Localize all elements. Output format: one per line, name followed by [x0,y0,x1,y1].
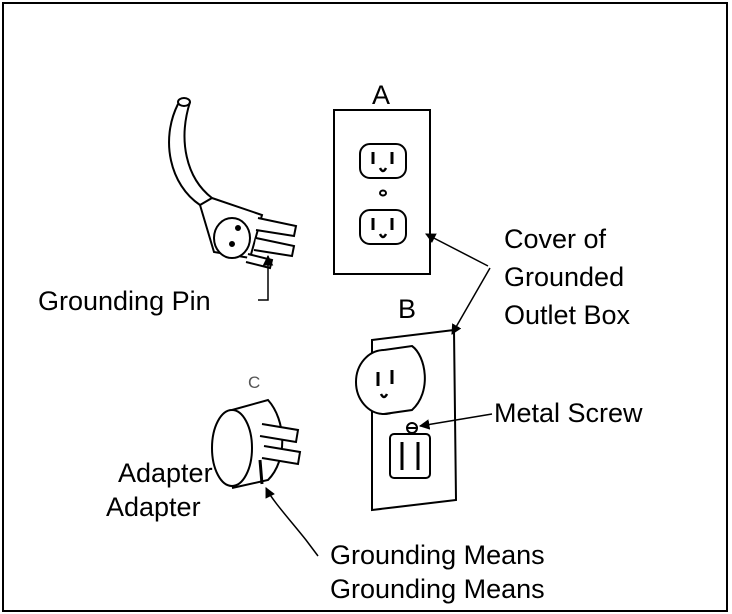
label-grounding-means-2: Grounding Means [330,574,545,604]
outlet-a-illustration [333,109,431,275]
label-adapter-2: Adapter [106,492,201,522]
label-grounding-means-1: Grounding Means [330,540,545,570]
grounded-plug-illustration [168,97,298,270]
label-cover-line1: Cover of [504,224,607,254]
outlet-b-illustration [355,328,458,512]
label-adapter-1: Adapter [118,458,213,488]
label-c: C [248,373,261,392]
label-metal-screw: Metal Screw [494,398,643,428]
label-b: B [398,294,417,324]
leader-lines [258,233,493,557]
label-cover-line3: Outlet Box [504,300,631,330]
label-grounding-pin: Grounding Pin [38,286,211,316]
label-a: A [372,80,391,110]
adapter-c-illustration [211,398,302,489]
label-cover-line2: Grounded [504,262,625,292]
